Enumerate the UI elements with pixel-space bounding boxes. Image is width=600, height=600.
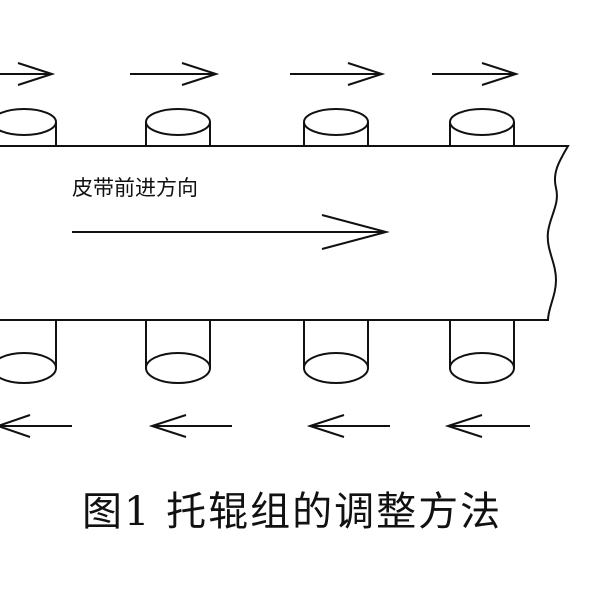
lower-direction-arrows [0,414,530,438]
left-arrow-icon [444,414,530,438]
right-arrow-icon [130,62,220,86]
lower-roller [303,312,369,384]
right-arrow-icon [0,62,56,86]
belt-direction-arrow [72,214,390,250]
right-arrow-icon [432,62,520,86]
lower-idler-rollers [0,312,515,384]
lower-roller [449,312,515,384]
upper-direction-arrows [0,62,520,86]
left-arrow-icon [306,414,390,438]
lower-roller [145,312,211,384]
belt-direction-label: 皮带前进方向 [72,176,198,200]
figure-caption: 图1 托辊组的调整方法 [82,489,503,535]
right-arrow-icon [290,62,386,86]
left-arrow-icon [148,414,232,438]
lower-roller [0,312,57,384]
left-arrow-icon [0,414,72,438]
